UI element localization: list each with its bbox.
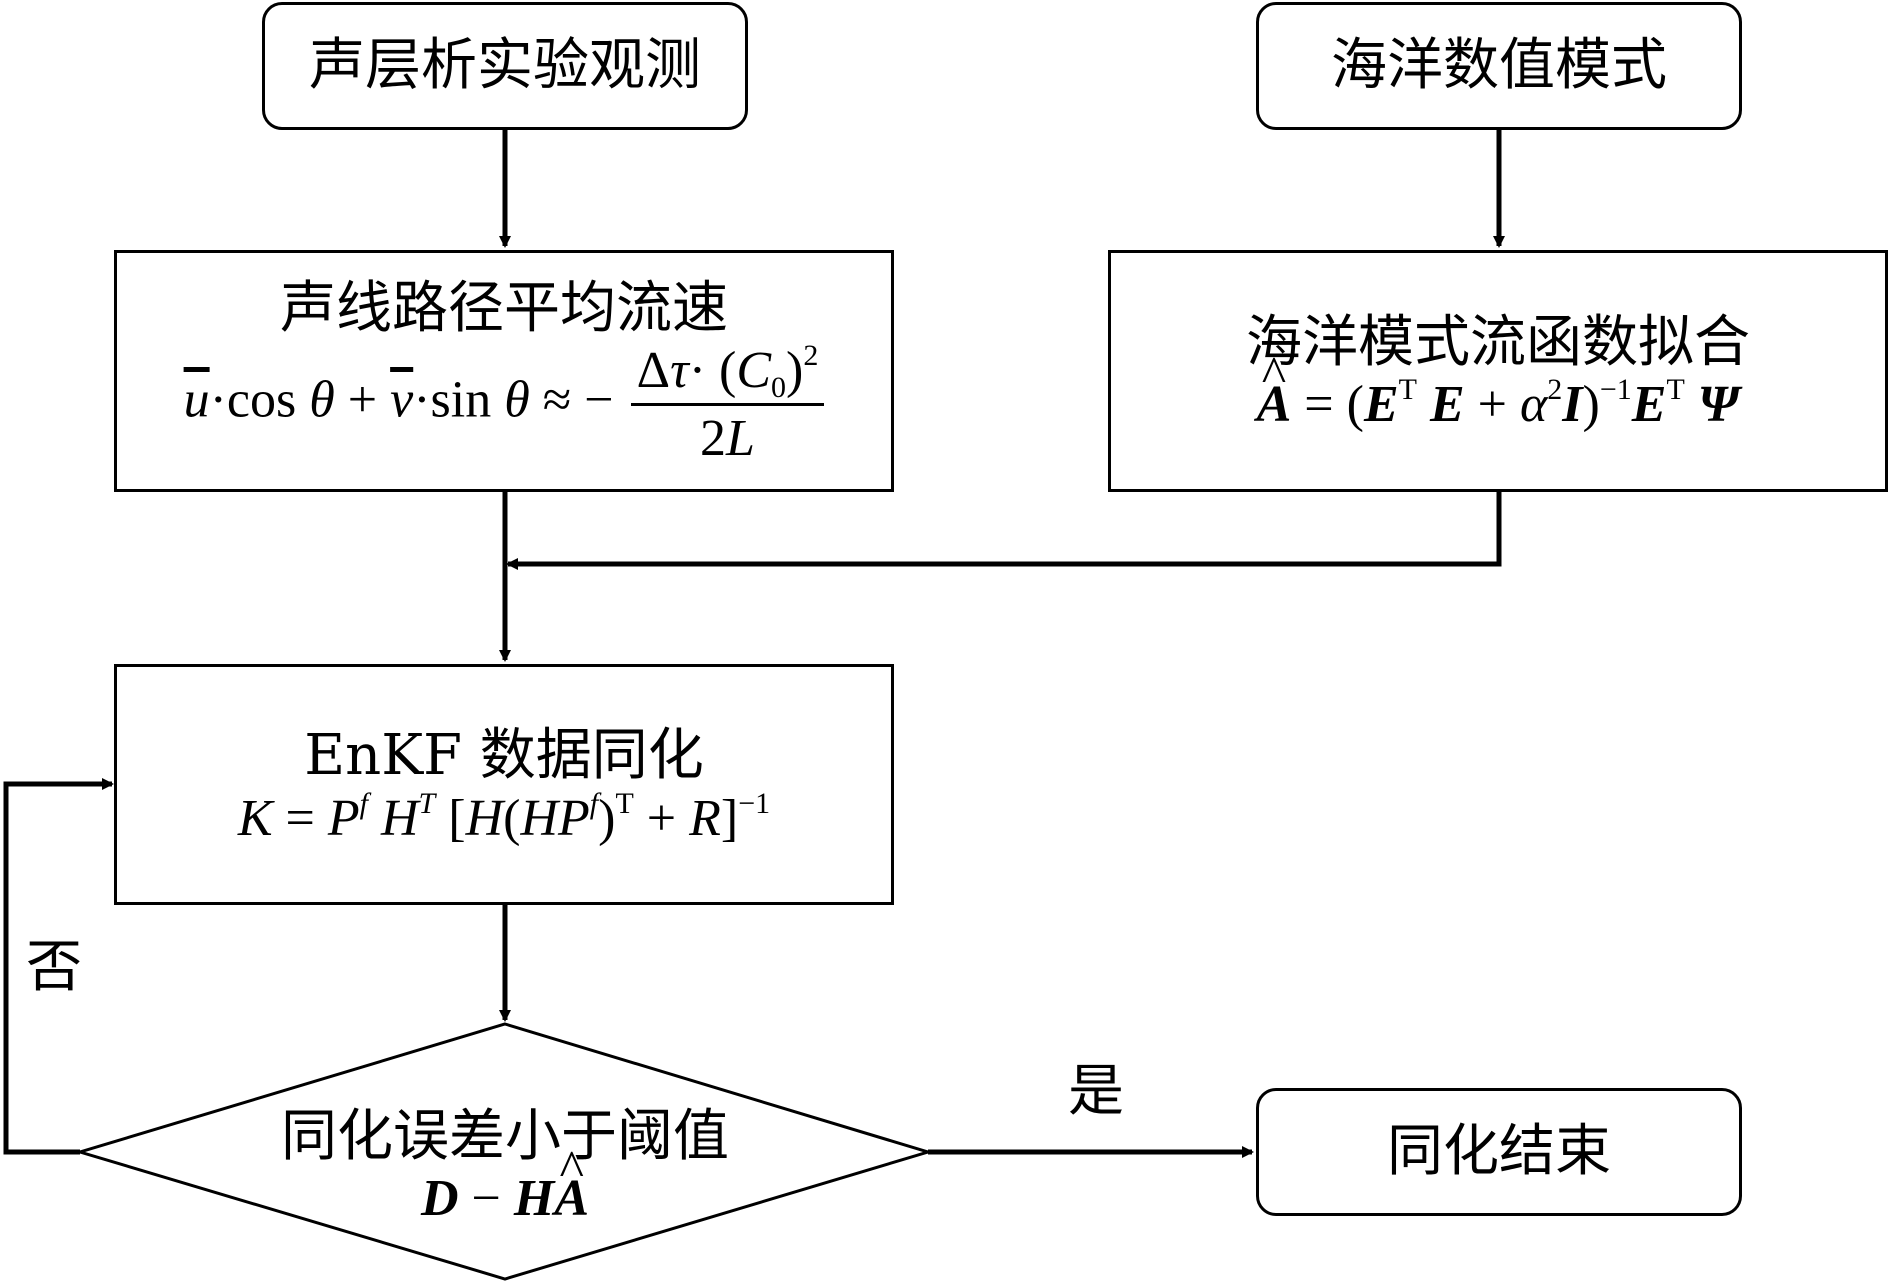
path-velocity-denominator: 2L xyxy=(700,410,755,468)
node-decision-title: 同化误差小于阈值 xyxy=(281,1103,729,1169)
edge-label-yes: 是 xyxy=(1068,1059,1124,1124)
node-decision: 同化误差小于阈值 D − HA xyxy=(180,1085,830,1245)
decision-formula: D − HA xyxy=(421,1170,589,1227)
path-velocity-numerator: Δτ· (C0)2 xyxy=(630,340,825,407)
node-ocean-model-title: 海洋数值模式 xyxy=(1331,33,1667,99)
node-end: 同化结束 xyxy=(1256,1088,1742,1216)
node-stream-function-fit-title: 海洋模式流函数拟合 xyxy=(1246,309,1750,375)
arrow-fit-to-merge xyxy=(506,492,1502,570)
path-velocity-formula: u·cos θ + v·sin θ ≈ − Δτ· (C0)2 2L xyxy=(183,340,825,468)
node-acoustic-observation-title: 声层析实验观测 xyxy=(309,33,701,99)
path-velocity-formula-left: u·cos θ + v·sin θ ≈ − xyxy=(183,371,614,429)
node-end-title: 同化结束 xyxy=(1387,1119,1611,1185)
decision-diamond xyxy=(74,1022,934,1281)
node-path-velocity: 声线路径平均流速 u·cos θ + v·sin θ ≈ − Δτ· (C0)2… xyxy=(114,250,894,492)
path-velocity-fraction: Δτ· (C0)2 2L xyxy=(630,340,825,468)
node-enkf-assimilation: EnKF 数据同化 K = Pf HT [H(HPf)T + R]−1 xyxy=(114,664,894,905)
enkf-formula: K = Pf HT [H(HPf)T + R]−1 xyxy=(237,786,771,847)
node-stream-function-fit: 海洋模式流函数拟合 A = (ET E + α2I)−1ET Ψ xyxy=(1108,250,1888,492)
stream-fit-formula: A = (ET E + α2I)−1ET Ψ xyxy=(1257,375,1740,434)
arrow-no-loop xyxy=(3,778,114,1155)
node-enkf-title: EnKF 数据同化 xyxy=(304,723,704,789)
node-ocean-model: 海洋数值模式 xyxy=(1256,2,1742,130)
edge-label-no: 否 xyxy=(26,935,82,1000)
node-acoustic-observation: 声层析实验观测 xyxy=(262,2,748,130)
node-path-velocity-title: 声线路径平均流速 xyxy=(280,275,728,341)
